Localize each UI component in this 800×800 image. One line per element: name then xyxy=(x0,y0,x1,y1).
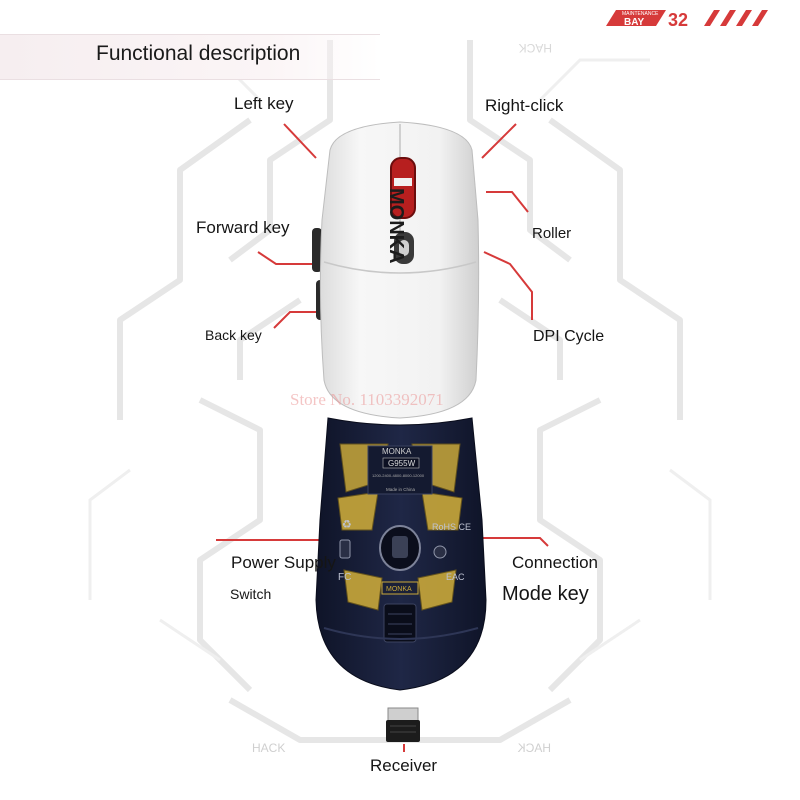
hack-text-top: HACK xyxy=(519,41,552,55)
label-receiver: Receiver xyxy=(370,756,438,775)
brand-logo: MAINTENANCE BAY 32 xyxy=(606,10,768,30)
hack-text-bottom-left: HACK xyxy=(252,741,285,755)
right-click-leader xyxy=(481,123,517,159)
brand-number: 32 xyxy=(668,10,688,30)
back-key-leader xyxy=(273,311,318,329)
pad-mid-right xyxy=(421,491,463,531)
brand-small-text: MAINTENANCE xyxy=(622,11,659,17)
connection-leader xyxy=(456,537,549,547)
label-connection: Connection xyxy=(512,553,599,572)
dpi-steps-text: 1200-2400-4800-8000-12000 xyxy=(372,473,425,478)
mouse-top-shell xyxy=(319,121,480,419)
label-mode-key: Mode key xyxy=(502,583,589,605)
label-switch: Switch xyxy=(230,586,272,602)
power-switch xyxy=(339,539,351,559)
svg-text:♻: ♻ xyxy=(342,518,352,531)
bottom-brand-text: MONKA xyxy=(382,447,412,456)
usb-receiver xyxy=(386,707,420,742)
bottom-logo: MONKA xyxy=(386,586,412,593)
pad-low-right xyxy=(417,569,457,611)
forward-key-leader xyxy=(257,251,318,265)
made-in-text: Made in China xyxy=(386,487,416,492)
pad-low-left xyxy=(343,569,383,611)
svg-text:RoHS CE: RoHS CE xyxy=(432,522,471,532)
mode-key-button xyxy=(433,545,447,559)
dpi-cycle-leader xyxy=(483,251,533,320)
label-back-key: Back key xyxy=(205,327,262,343)
label-power-supply: Power Supply xyxy=(231,553,336,572)
forward-side-button xyxy=(312,228,322,272)
brand-main-text: BAY xyxy=(624,17,645,28)
model-plate xyxy=(367,445,433,495)
receiver-slot xyxy=(383,603,417,643)
page-title: Functional description xyxy=(96,42,301,65)
pad-mid-left xyxy=(337,491,379,531)
mouse-top-logo: MONKA xyxy=(385,188,407,264)
svg-text:EAC: EAC xyxy=(446,572,465,582)
store-watermark: Store No. 1103392071 xyxy=(290,390,444,409)
label-forward-key: Forward key xyxy=(196,218,290,237)
label-dpi-cycle: DPI Cycle xyxy=(533,328,605,345)
label-left-key: Left key xyxy=(234,94,294,113)
left-key-leader xyxy=(283,123,317,159)
scroll-wheel xyxy=(390,157,416,219)
title-banner xyxy=(0,34,380,80)
model-number: G955W xyxy=(388,459,416,468)
label-roller: Roller xyxy=(532,225,572,242)
svg-text:FC: FC xyxy=(338,572,351,583)
roller-leader xyxy=(486,191,529,213)
label-right-click: Right-click xyxy=(485,96,564,115)
hack-text-bottom-right: HACK xyxy=(518,741,551,755)
